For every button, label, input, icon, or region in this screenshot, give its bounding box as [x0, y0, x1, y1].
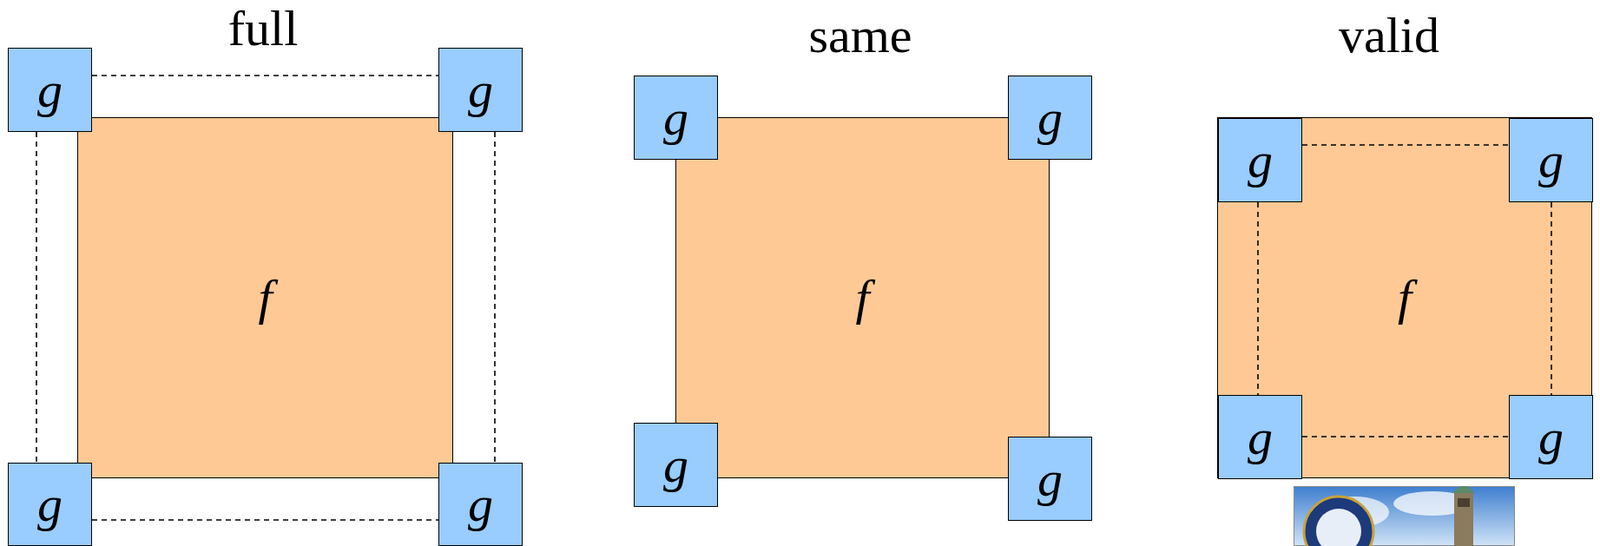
mode-title: full [228, 3, 299, 54]
node-letter: g [467, 479, 494, 530]
node-letter: f [257, 272, 272, 323]
kernel-box: g [633, 75, 718, 160]
kernel-box: g [7, 47, 93, 132]
node-letter: g [1037, 454, 1063, 505]
mode-title: valid [1338, 10, 1440, 61]
node-letter: g [37, 479, 63, 530]
university-logo [1293, 486, 1515, 546]
kernel-box: g [633, 422, 718, 507]
signal-box: f g g g g [1217, 117, 1593, 479]
node-letter: g [663, 440, 689, 491]
node-letter: g [1247, 412, 1273, 463]
node-letter: g [1247, 135, 1273, 186]
kernel-box: g [1508, 118, 1594, 203]
kernel-box: g [438, 47, 523, 132]
kernel-box: g [1218, 118, 1303, 203]
node-letter: g [37, 65, 63, 116]
kernel-path [493, 131, 496, 463]
kernel-path [1302, 435, 1509, 438]
node-letter: g [1538, 135, 1564, 186]
node-letter: f [855, 272, 870, 323]
mode-title: same [808, 10, 912, 61]
signal-box: f [77, 117, 454, 479]
kernel-box: g [438, 462, 523, 546]
kernel-path [1550, 202, 1553, 396]
node-letter: g [467, 65, 494, 116]
kernel-path [1257, 202, 1259, 396]
node-letter: g [663, 92, 689, 144]
node-letter: f [1397, 272, 1412, 323]
node-letter: g [1037, 92, 1063, 144]
kernel-path [92, 74, 439, 77]
kernel-box: g [1508, 395, 1594, 480]
kernel-path [92, 519, 439, 521]
kernel-box: g [1007, 436, 1093, 521]
node-letter: g [1538, 412, 1564, 463]
kernel-box: g [7, 462, 93, 546]
signal-box: f [675, 117, 1050, 479]
kernel-box: g [1218, 395, 1303, 480]
kernel-path [1302, 144, 1509, 146]
kernel-path [35, 131, 38, 463]
kernel-box: g [1007, 75, 1093, 160]
